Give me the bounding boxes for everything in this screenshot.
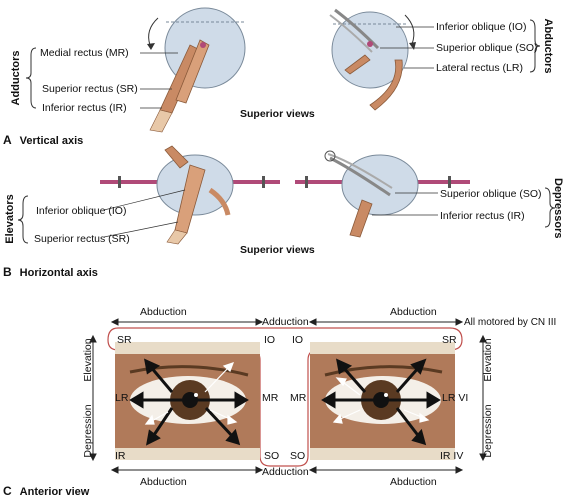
top-adduction-center: Adduction (262, 316, 309, 328)
right-eye-so: SO (290, 450, 306, 462)
bottom-abduction-right: Abduction (390, 476, 437, 488)
left-eye-io: IO (264, 334, 276, 346)
section-c-title: C Anterior view (3, 484, 89, 498)
label-superior-oblique-b: Superior oblique (SO) (440, 188, 542, 200)
label-inferior-oblique-a: Inferior oblique (IO) (436, 21, 527, 33)
left-eyeball-b (100, 145, 280, 245)
bottom-abduction-left: Abduction (140, 476, 187, 488)
left-eye-so: SO (264, 450, 280, 462)
left-eye-lr: LR (115, 392, 129, 404)
label-superior-rectus-b: Superior rectus (SR) (34, 233, 130, 245)
top-abduction-right: Abduction (390, 306, 437, 318)
top-abduction-left: Abduction (140, 306, 187, 318)
label-medial-rectus: Medial rectus (MR) (40, 47, 129, 59)
label-superior-oblique-a: Superior oblique (SO) (436, 42, 538, 54)
label-inferior-oblique-b: Inferior oblique (IO) (36, 205, 127, 217)
caption-superior-views-b: Superior views (240, 244, 315, 256)
section-b-text: Horizontal axis (19, 267, 98, 279)
left-eye-action-arrows (129, 358, 249, 446)
right-eye-ir: IR IV (440, 450, 464, 462)
left-eye-ir: IR (115, 450, 126, 462)
section-b-title: B Horizontal axis (3, 265, 98, 279)
right-eye-sr: SR (442, 334, 457, 346)
right-eyeball-a (329, 8, 416, 111)
left-eye-secondary-arrows (144, 362, 238, 425)
cn3-frame (107, 327, 463, 467)
label-inferior-rectus-a: Inferior rectus (IR) (42, 102, 127, 114)
elevators-label: Elevators (4, 194, 16, 244)
label-superior-rectus-a: Superior rectus (SR) (42, 83, 138, 95)
section-c-text: Anterior view (19, 486, 90, 498)
right-depression-label: Depression (482, 404, 494, 458)
left-depression-label: Depression (82, 404, 94, 458)
depressors-label: Depressors (552, 178, 564, 239)
section-b-letter: B (3, 265, 12, 279)
left-eye-mr: MR (262, 392, 279, 404)
label-inferior-rectus-b: Inferior rectus (IR) (440, 210, 525, 222)
cn3-note: All motored by CN III (464, 317, 557, 328)
right-eye-mr: MR (290, 392, 307, 404)
panel-c-arrows (89, 318, 487, 474)
section-a-text: Vertical axis (19, 135, 84, 147)
left-eye-sr: SR (117, 334, 132, 346)
right-eye-io: IO (292, 334, 304, 346)
right-elevation-label: Elevation (482, 338, 494, 382)
section-a-title: A Vertical axis (3, 133, 83, 147)
left-eyeball-a (147, 7, 246, 133)
bottom-adduction-center: Adduction (262, 466, 309, 478)
right-eye-secondary-arrows (332, 377, 430, 424)
section-c-letter: C (3, 484, 12, 498)
right-eye-lr: LR VI (442, 392, 469, 404)
caption-superior-views-a: Superior views (240, 108, 315, 120)
adductors-label: Adductors (10, 50, 22, 106)
section-a-letter: A (3, 133, 12, 147)
right-eye-action-arrows (321, 358, 441, 446)
label-lateral-rectus-a: Lateral rectus (LR) (436, 62, 523, 74)
abductors-label: Abductors (542, 18, 554, 74)
left-elevation-label: Elevation (82, 338, 94, 382)
